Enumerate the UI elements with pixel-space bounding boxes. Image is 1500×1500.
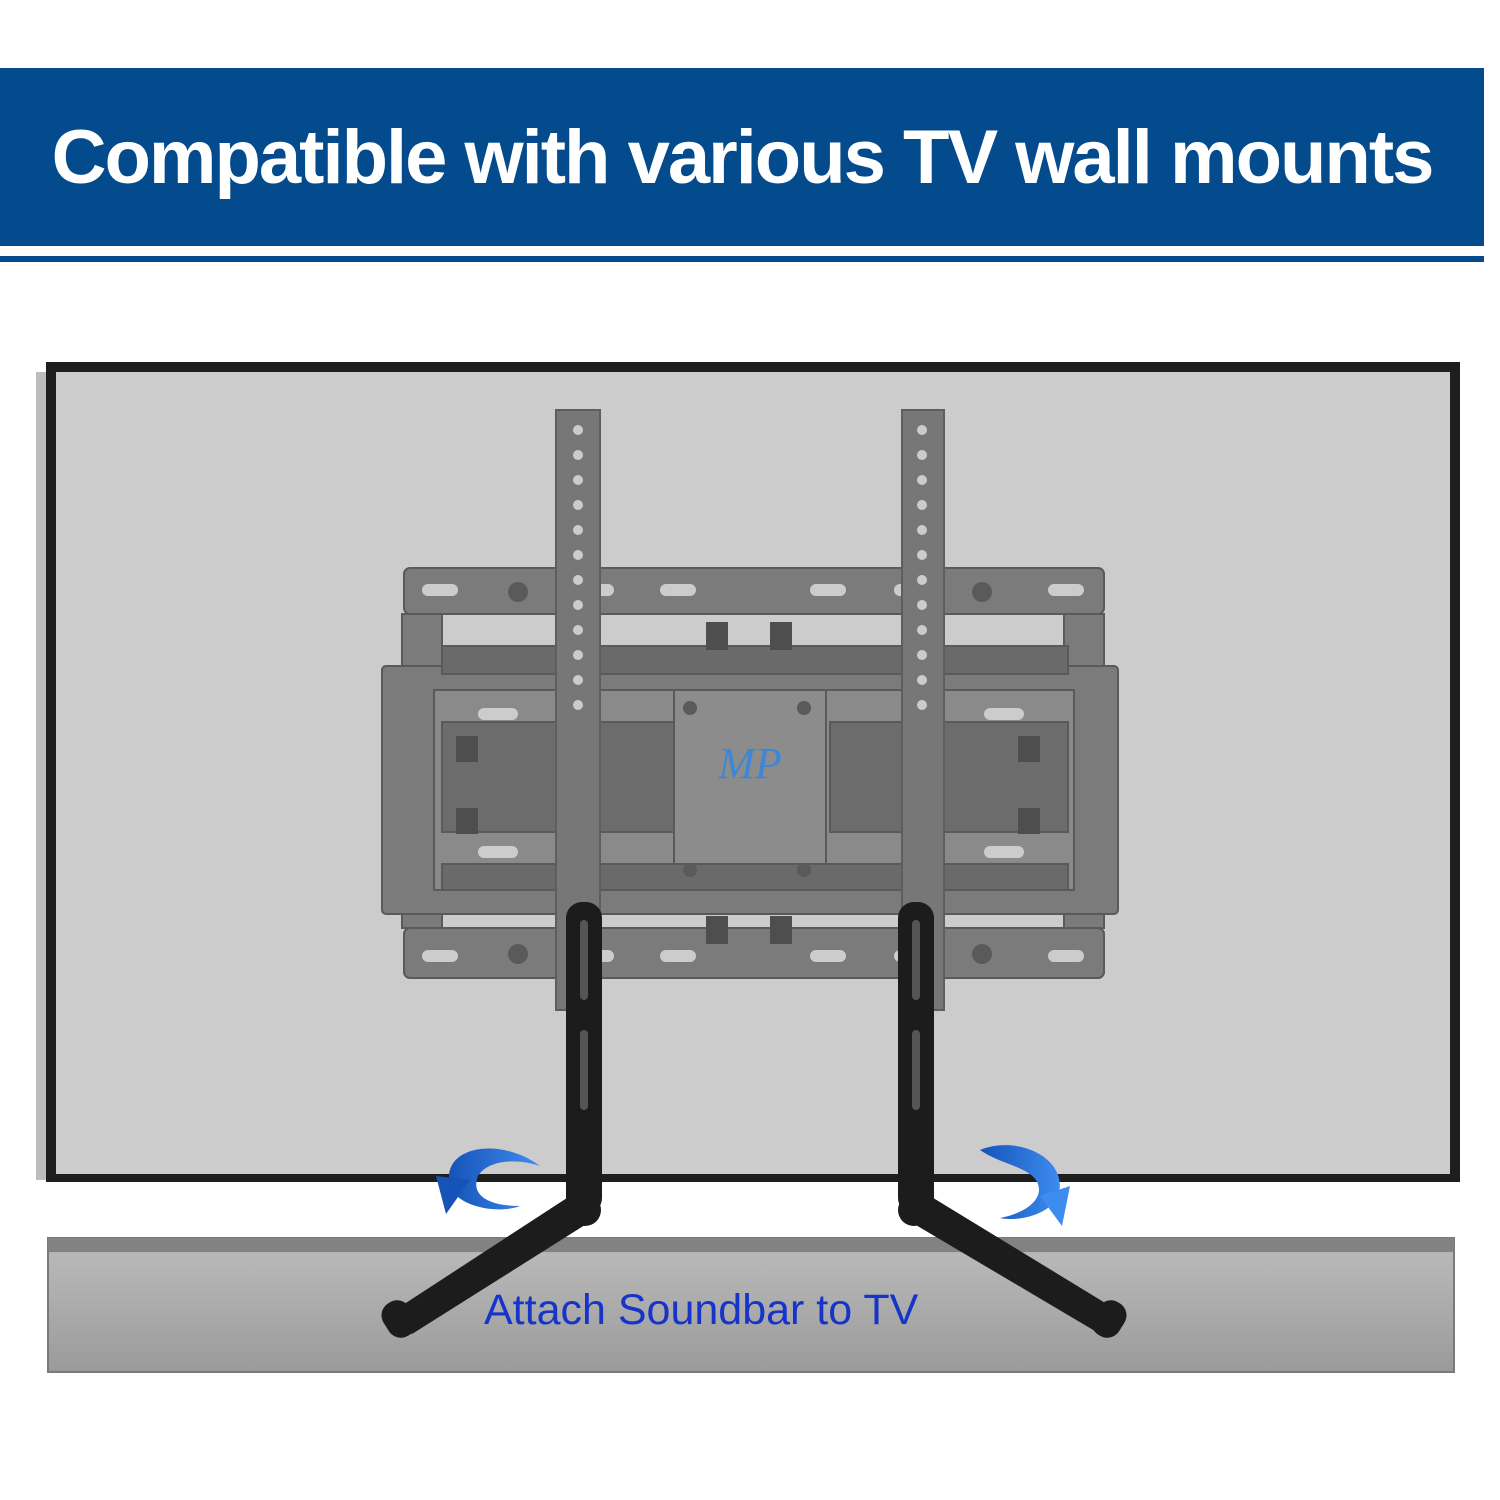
right-bracket-arm bbox=[904, 1196, 1120, 1334]
mount-upper-arm bbox=[441, 645, 1069, 675]
right-strap bbox=[901, 409, 945, 1011]
left-bracket-arm bbox=[392, 1196, 596, 1334]
title-banner bbox=[0, 68, 1484, 246]
rotate-right-arrow-icon bbox=[980, 1145, 1070, 1226]
brand-logo-text: MP bbox=[717, 739, 782, 788]
mount-lower-arm bbox=[441, 863, 1069, 891]
mount-center-plate bbox=[673, 689, 827, 891]
soundbar bbox=[47, 1237, 1455, 1373]
soundbar-top-edge bbox=[48, 1238, 1454, 1252]
brand-logo-icon: MP bbox=[717, 739, 782, 788]
left-bracket-knob bbox=[569, 1194, 601, 1226]
right-bracket-knob bbox=[898, 1194, 930, 1226]
vertical-straps bbox=[555, 409, 945, 1011]
soundbar-brackets bbox=[381, 902, 1127, 1338]
page-title: Compatible with various TV wall mounts bbox=[51, 114, 1435, 200]
rotate-left-arrow-icon bbox=[436, 1148, 540, 1214]
banner-underline bbox=[0, 256, 1484, 262]
soundbar-caption: Attach Soundbar to TV bbox=[484, 1286, 919, 1334]
